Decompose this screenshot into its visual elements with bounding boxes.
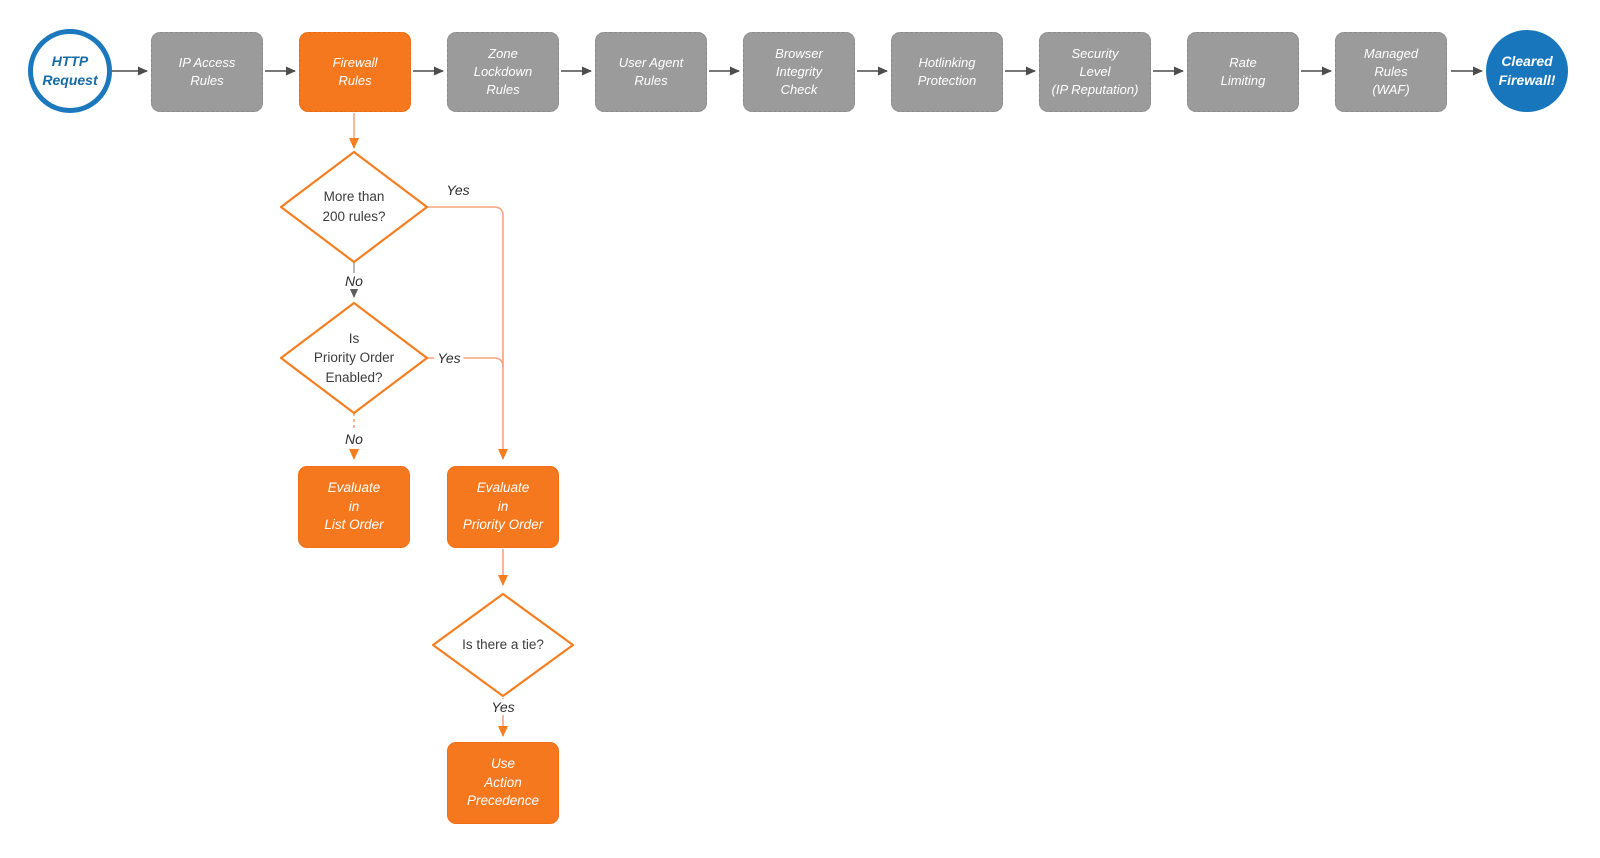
- stage-label: Rate Limiting: [1220, 54, 1266, 88]
- stage-label: Managed Rules (WAF): [1363, 45, 1419, 98]
- edge-label-yes-200rules: Yes: [443, 182, 473, 198]
- stage-label: User Agent Rules: [618, 54, 684, 88]
- edge-label-no-200rules: No: [342, 273, 366, 289]
- stage-browser-integrity-check: Browser Integrity Check: [743, 32, 855, 112]
- decision-more-than-200-rules-shape: [279, 150, 429, 264]
- stage-user-agent-rules: User Agent Rules: [595, 32, 707, 112]
- edge-yes-200rules-to-priority-order: [427, 206, 508, 460]
- end-node-cleared-firewall: Cleared Firewall!: [1486, 30, 1568, 112]
- action-use-action-precedence: Use Action Precedence: [447, 742, 559, 824]
- decision-priority-order-enabled-label: Is Priority Order Enabled?: [313, 330, 395, 385]
- edge-label-no-priority-enabled: No: [342, 431, 366, 447]
- stage-label: Hotlinking Protection: [917, 54, 977, 88]
- action-evaluate-in-priority-order: Evaluate in Priority Order: [447, 466, 559, 548]
- action-label: Use Action Precedence: [466, 755, 540, 809]
- decision-is-there-a-tie-label: Is there a tie?: [462, 637, 544, 653]
- stage-label: IP Access Rules: [178, 54, 236, 88]
- edge-label-yes-priority-enabled: Yes: [434, 350, 464, 366]
- decision-priority-order-enabled-shape: [279, 301, 429, 415]
- stage-label: Firewall Rules: [332, 54, 378, 88]
- stage-managed-rules-waf: Managed Rules (WAF): [1335, 32, 1447, 112]
- action-label: Evaluate in Priority Order: [462, 479, 544, 533]
- stage-label: Zone Lockdown Rules: [473, 45, 533, 98]
- stage-label: Browser Integrity Check: [775, 45, 823, 98]
- stage-ip-access-rules: IP Access Rules: [151, 32, 263, 112]
- stage-security-level-ip-reputation: Security Level (IP Reputation): [1039, 32, 1151, 112]
- stage-zone-lockdown-rules: Zone Lockdown Rules: [447, 32, 559, 112]
- edge-label-yes-tie: Yes: [488, 699, 518, 715]
- stage-firewall-rules: Firewall Rules: [299, 32, 411, 112]
- decision-more-than-200-rules-label: More than 200 rules?: [322, 189, 386, 224]
- start-node-label: HTTP Request: [42, 53, 98, 88]
- edge-yes-priority-enabled-merge: [427, 357, 504, 368]
- stage-hotlinking-protection: Hotlinking Protection: [891, 32, 1003, 112]
- stage-label: Security Level (IP Reputation): [1051, 45, 1139, 98]
- start-node-http-request: HTTP Request: [28, 29, 112, 113]
- action-evaluate-in-list-order: Evaluate in List Order: [298, 466, 410, 548]
- end-node-label: Cleared Firewall!: [1498, 53, 1556, 88]
- action-label: Evaluate in List Order: [324, 479, 384, 533]
- stage-rate-limiting: Rate Limiting: [1187, 32, 1299, 112]
- decision-is-there-a-tie-shape: [431, 592, 575, 698]
